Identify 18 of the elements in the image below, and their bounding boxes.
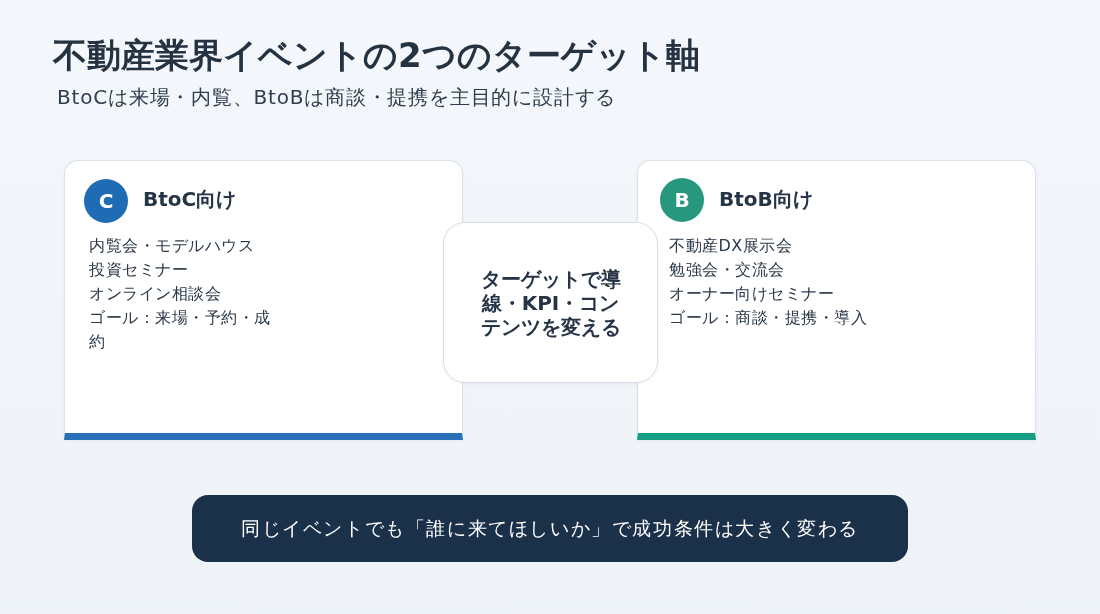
letter-badge: B: [660, 178, 704, 222]
list-item: ゴール：来場・予約・成約: [89, 307, 272, 353]
card-heading: BtoB向け: [719, 186, 813, 212]
title: 不動産業界イベントの2つのターゲット軸: [53, 34, 700, 76]
summary-banner: 同じイベントでも「誰に来てほしいか」で成功条件は大きく変わる: [192, 495, 908, 562]
letter-badge: C: [84, 179, 128, 223]
card-heading: BtoC向け: [143, 186, 237, 212]
message-box: ターゲットで導線・KPI・コンテンツを変える: [443, 222, 658, 383]
target-card: [637, 160, 1036, 440]
list-item: オンライン相談会: [89, 283, 222, 305]
list-item: 勉強会・交流会: [669, 259, 786, 281]
list-item: 不動産DX展示会: [669, 235, 794, 257]
subtitle: BtoCは来場・内覧、BtoBは商談・提携を主目的に設計する: [57, 84, 617, 110]
list-item: ゴール：商談・提携・導入: [669, 307, 868, 329]
list-item: 内覧会・モデルハウス: [89, 235, 255, 257]
target-card: [64, 160, 463, 440]
list-item: 投資セミナー: [89, 259, 189, 281]
list-item: オーナー向けセミナー: [669, 283, 835, 305]
